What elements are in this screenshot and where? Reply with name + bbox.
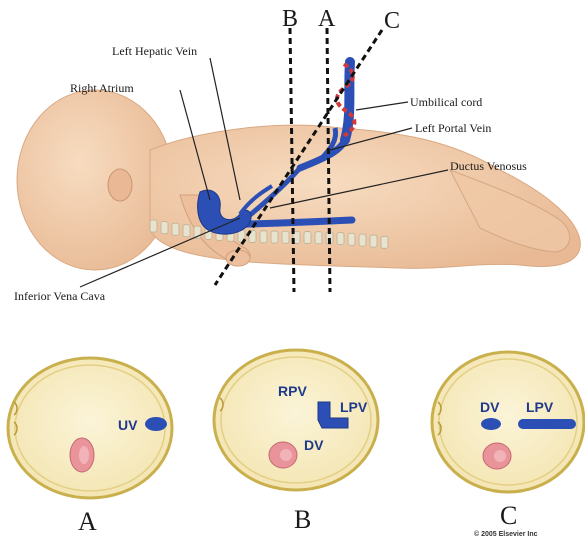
section-a-uv-vessel [145, 417, 167, 431]
section-b-spine-core [280, 449, 292, 461]
spine-vertebra [150, 220, 157, 232]
section-c-caption: C [500, 501, 517, 530]
label-umbilical-cord: Umbilical cord [410, 95, 482, 109]
section-b-rpv-label: RPV [278, 383, 307, 399]
section-b-caption: B [294, 505, 311, 534]
label-ductus-venosus: Ductus Venosus [450, 159, 527, 173]
section-b-dv-label: DV [304, 437, 324, 453]
section-a-spine-core [79, 446, 89, 464]
spine-vertebra [282, 231, 289, 243]
spine-vertebra [304, 232, 311, 244]
spine-vertebra [381, 236, 388, 248]
section-c-dv-vessel [481, 418, 501, 430]
cross-section-a: UV A [8, 358, 172, 536]
spine-vertebra [348, 233, 355, 245]
spine-vertebra [315, 232, 322, 244]
section-b-outline [214, 350, 378, 490]
section-a-uv-label: UV [118, 417, 138, 433]
spine-vertebra [172, 223, 179, 235]
spine-vertebra [359, 234, 366, 246]
spine-vertebra [183, 225, 190, 237]
label-inferior-vena-cava: Inferior Vena Cava [14, 289, 106, 303]
section-c-dv-label: DV [480, 399, 500, 415]
umbilical-cord [345, 62, 350, 140]
label-left-hepatic-vein: Left Hepatic Vein [112, 44, 197, 58]
section-c-lpv-vessel [518, 419, 576, 429]
leader-umbilical-cord [356, 102, 408, 110]
spine-vertebra [337, 233, 344, 245]
spine-vertebra [260, 231, 267, 243]
label-left-portal-vein: Left Portal Vein [415, 121, 491, 135]
section-b-lpv-label: LPV [340, 399, 368, 415]
cross-section-b: RPV LPV DV B [214, 350, 378, 534]
spine-vertebra [161, 222, 168, 234]
label-right-atrium: Right Atrium [70, 81, 134, 95]
section-c-lpv-label: LPV [526, 399, 554, 415]
section-a-caption: A [78, 507, 97, 536]
plane-label-c: C [384, 8, 400, 34]
spine-vertebra [271, 231, 278, 243]
cross-section-c: DV LPV C [432, 352, 584, 530]
spine-vertebra [370, 235, 377, 247]
fetus-ear [108, 169, 132, 201]
section-c-spine-core [494, 450, 506, 462]
copyright-notice: © 2005 Elsevier Inc [474, 530, 538, 538]
plane-label-b: B [282, 6, 298, 32]
plane-label-a: A [318, 6, 336, 32]
